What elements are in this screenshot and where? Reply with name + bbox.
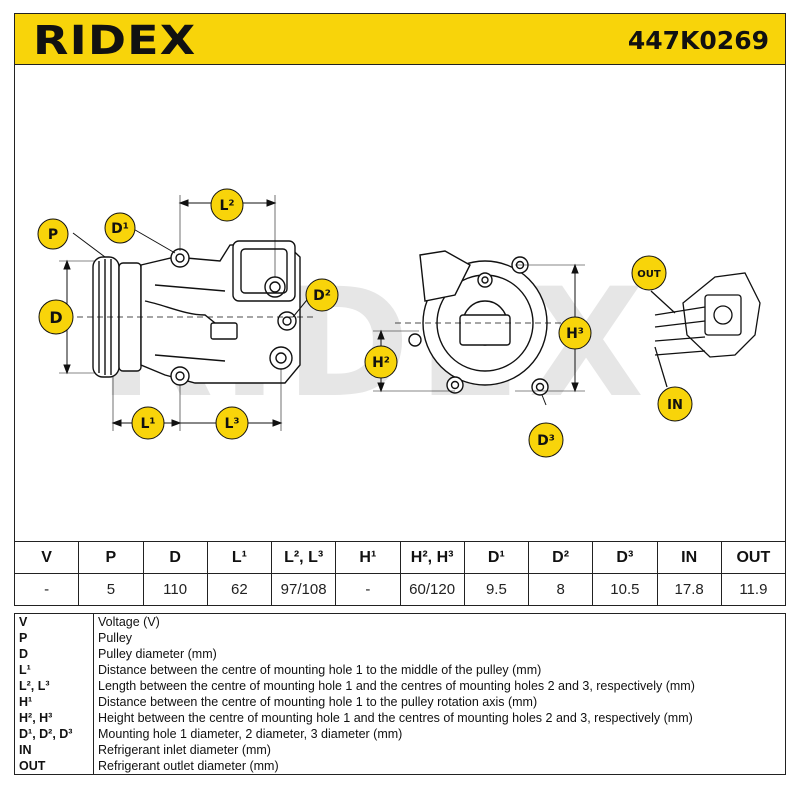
legend-desc: Distance between the centre of mounting … <box>93 662 786 678</box>
badge-L2: L² <box>210 188 244 222</box>
svg-text:D¹: D¹ <box>111 221 129 237</box>
legend-desc: Refrigerant outlet diameter (mm) <box>93 758 786 775</box>
spec-value: 62 <box>206 573 273 606</box>
spec-header: L², L³ <box>270 541 337 574</box>
legend-desc: Distance between the centre of mounting … <box>93 694 786 710</box>
svg-text:P: P <box>48 227 58 243</box>
connector-detail <box>650 272 761 388</box>
spec-value: 10.5 <box>592 573 658 606</box>
spec-value: 9.5 <box>463 573 530 606</box>
spec-header: H², H³ <box>399 541 465 574</box>
legend-key: V <box>14 613 94 630</box>
badge-H3: H³ <box>558 316 592 350</box>
legend-desc: Pulley <box>93 630 786 646</box>
compressor-diagram: RIDEX <box>37 188 761 458</box>
legend-key: H¹ <box>14 694 94 710</box>
spec-value: 8 <box>527 573 594 606</box>
svg-text:D: D <box>49 308 62 327</box>
legend-key: OUT <box>14 758 94 775</box>
legend-key: D¹, D², D³ <box>14 726 94 742</box>
badge-L3: L³ <box>215 406 249 440</box>
spec-value: 11.9 <box>720 573 787 606</box>
spec-header: IN <box>656 541 722 574</box>
spec-value: - <box>335 573 401 606</box>
spec-header: D³ <box>592 541 658 574</box>
spec-table: V P D L¹ L², L³ H¹ H², H³ D¹ D² D³ IN OU… <box>13 541 787 606</box>
compressor-side-view <box>77 240 315 386</box>
badge-D2: D² <box>305 278 339 312</box>
legend-key: IN <box>14 742 94 758</box>
label-badges: P D¹ L² D D² L¹ <box>37 188 693 458</box>
spec-header-row: V P D L¹ L², L³ H¹ H², H³ D¹ D² D³ IN OU… <box>13 541 787 574</box>
legend-desc: Height between the centre of mounting ho… <box>93 710 786 726</box>
svg-text:D³: D³ <box>537 433 555 449</box>
badge-P: P <box>37 218 69 250</box>
spec-header: L¹ <box>206 541 273 574</box>
badge-OUT: OUT <box>631 255 667 291</box>
technical-drawing: RIDEX <box>14 65 786 541</box>
legend-desc: Refrigerant inlet diameter (mm) <box>93 742 786 758</box>
badge-IN: IN <box>657 386 693 422</box>
spec-header: D¹ <box>463 541 530 574</box>
legend-key: L¹ <box>14 662 94 678</box>
badge-D: D <box>38 299 74 335</box>
spec-header: P <box>78 541 144 574</box>
spec-value: 110 <box>142 573 208 606</box>
svg-text:L³: L³ <box>224 416 239 432</box>
spec-header: V <box>13 541 80 574</box>
legend-desc: Voltage (V) <box>93 613 786 630</box>
spec-header: H¹ <box>335 541 401 574</box>
badge-D3: D³ <box>528 422 564 458</box>
legend-key: H², H³ <box>14 710 94 726</box>
badge-D1: D¹ <box>104 212 136 244</box>
legend-desc: Mounting hole 1 diameter, 2 diameter, 3 … <box>93 726 786 742</box>
spec-value-row: - 5 110 62 97/108 - 60/120 9.5 8 10.5 17… <box>13 573 787 606</box>
spec-header: D <box>142 541 208 574</box>
spec-value: - <box>13 573 80 606</box>
svg-text:L²: L² <box>219 198 234 214</box>
spec-value: 17.8 <box>656 573 722 606</box>
svg-text:OUT: OUT <box>637 269 661 280</box>
badge-L1: L¹ <box>131 406 165 440</box>
badge-H2: H² <box>364 345 398 379</box>
svg-text:L¹: L¹ <box>140 416 155 432</box>
svg-text:IN: IN <box>667 398 683 413</box>
svg-text:D²: D² <box>313 288 331 304</box>
compressor-rear-view <box>395 250 575 396</box>
spec-header: D² <box>527 541 594 574</box>
brand-logo: RIDEX <box>33 18 197 64</box>
spec-header: OUT <box>720 541 787 574</box>
spec-value: 5 <box>78 573 144 606</box>
svg-text:H³: H³ <box>566 326 584 342</box>
spec-value: 60/120 <box>399 573 465 606</box>
header-bar: RIDEX 447K0269 <box>14 13 786 65</box>
spec-value: 97/108 <box>270 573 337 606</box>
legend-desc: Length between the centre of mounting ho… <box>93 678 786 694</box>
part-number: 447K0269 <box>627 26 769 55</box>
svg-text:H²: H² <box>372 355 390 371</box>
legend-desc: Pulley diameter (mm) <box>93 646 786 662</box>
legend-key: P <box>14 630 94 646</box>
legend-key: L², L³ <box>14 678 94 694</box>
legend-key: D <box>14 646 94 662</box>
